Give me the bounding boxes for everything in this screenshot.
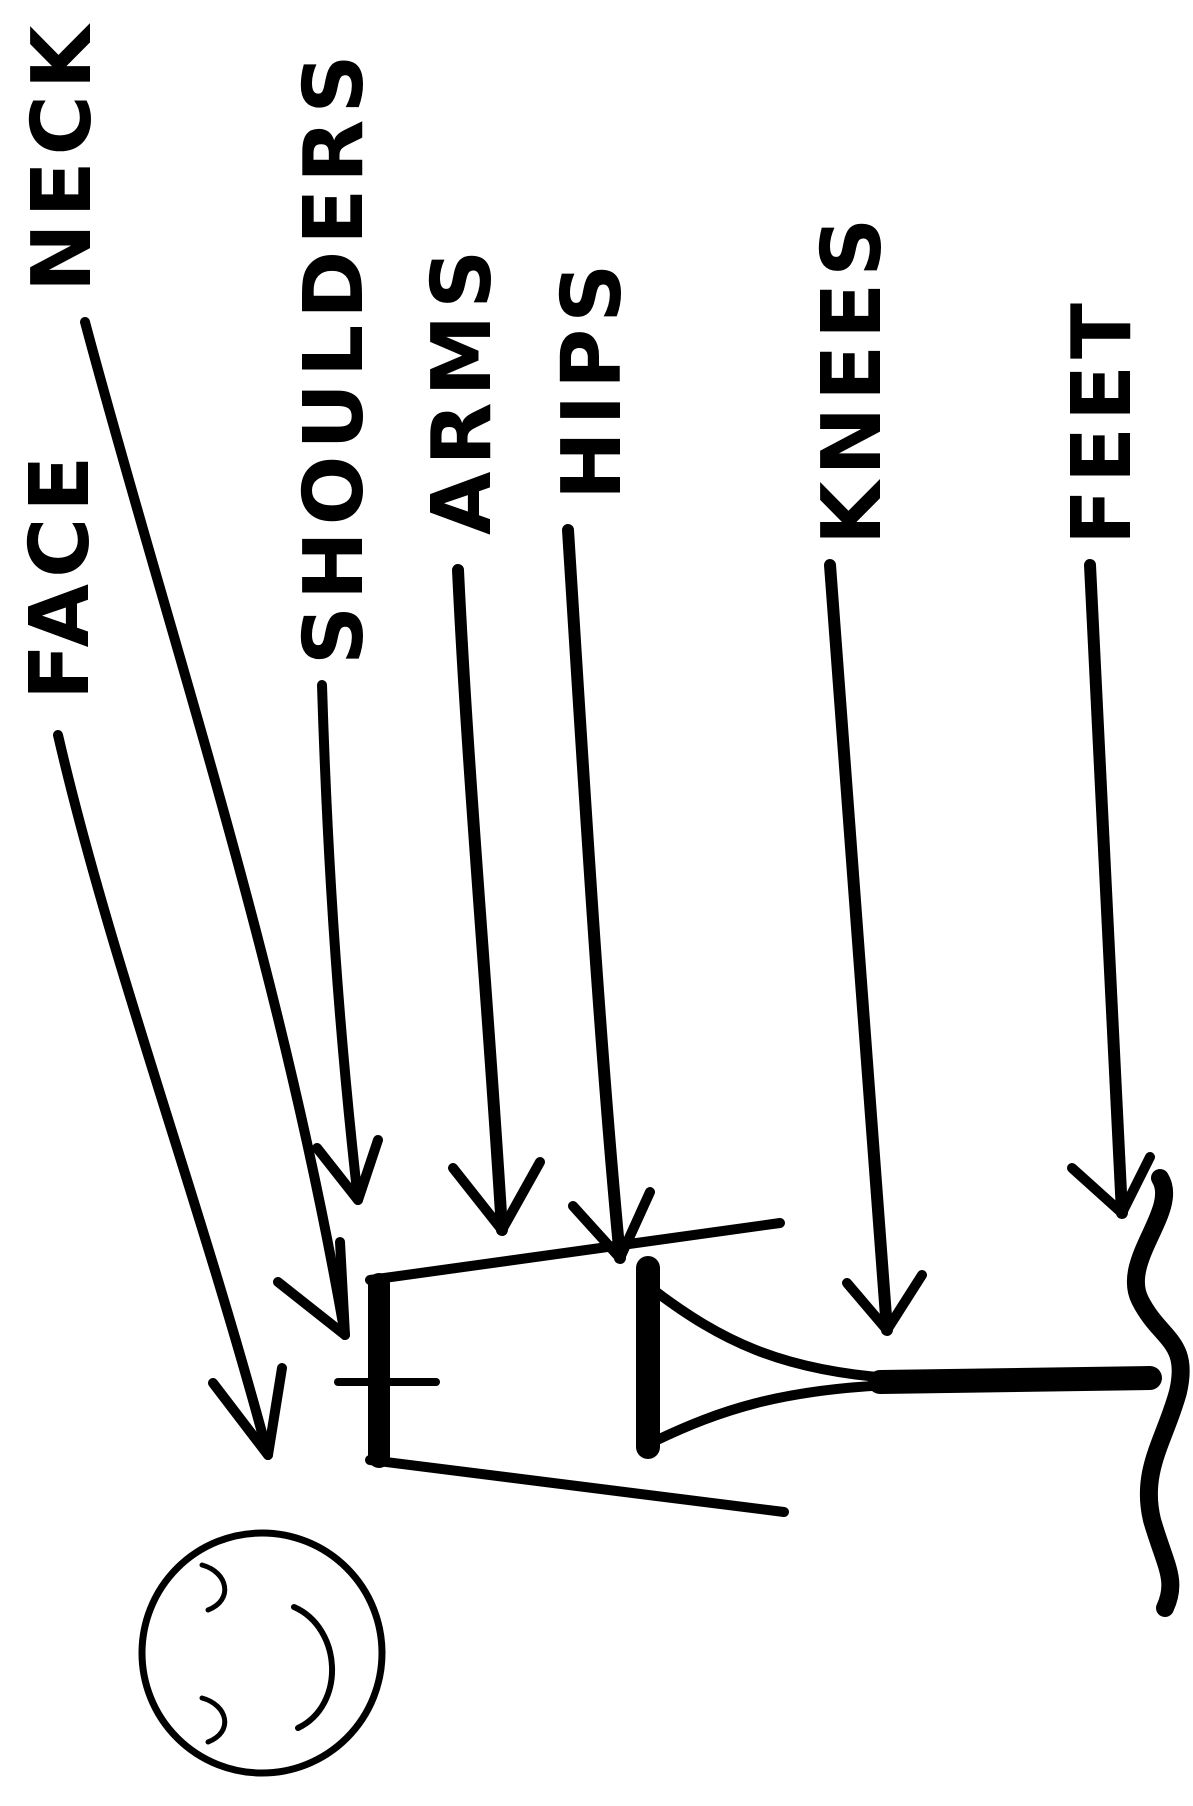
arrow-knees — [824, 559, 927, 1336]
label-knees: KNEES — [805, 212, 900, 545]
legs-icon — [868, 1366, 1162, 1394]
neck-shoulders-icon — [334, 1273, 440, 1468]
arrow-neck — [80, 317, 350, 1340]
label-face: FACE — [13, 450, 108, 700]
arrow-hips — [562, 524, 655, 1264]
label-hips: HIPS — [545, 258, 640, 500]
label-shoulders: SHOULDERS — [287, 48, 382, 665]
feet-icon — [1126, 1169, 1190, 1617]
label-feet: FEET — [1055, 297, 1150, 545]
label-neck: NECK — [15, 20, 110, 292]
arrow-feet — [1067, 559, 1155, 1219]
face-icon — [138, 1529, 386, 1777]
arrow-face — [53, 730, 287, 1460]
arrow-shoulders — [312, 680, 383, 1205]
label-arms: ARMS — [415, 244, 510, 535]
hips-icon — [636, 1256, 895, 1459]
arms-icon — [365, 1218, 789, 1517]
arrow-arms — [448, 564, 545, 1236]
